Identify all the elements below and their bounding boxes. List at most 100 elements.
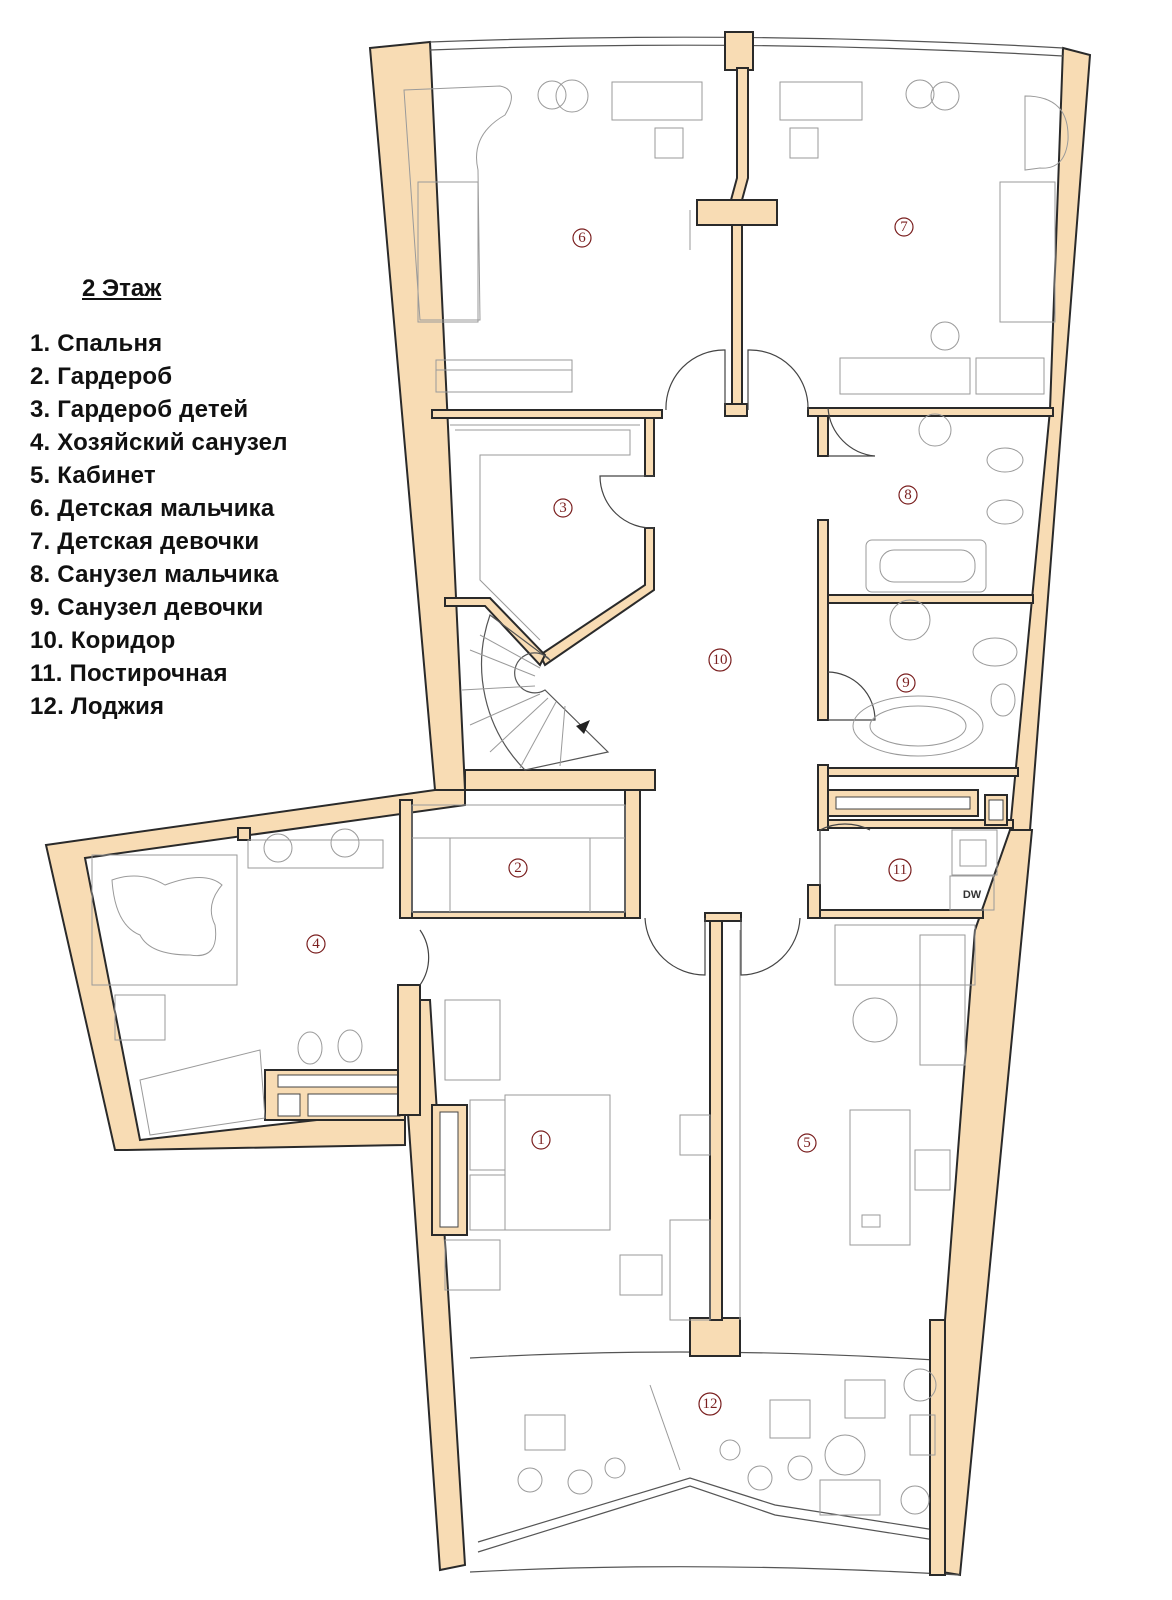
- furniture-room-3: [450, 424, 640, 641]
- legend-item-girl-room: 7. Детская девочки: [30, 528, 260, 555]
- legend-item-bedroom: 1. Спальня: [30, 330, 163, 357]
- wall-2-left: [399, 799, 413, 919]
- shaft-4-void-a: [277, 1074, 403, 1088]
- wall-bath-outer: [44, 789, 466, 1151]
- room-number-6: 6: [578, 230, 586, 246]
- wall-right-upper: [1008, 46, 1092, 831]
- furniture-room-8: [865, 413, 1024, 593]
- door-9: [827, 671, 876, 721]
- wall-3-right-b: [538, 527, 655, 667]
- wall-4-right-lower: [397, 984, 421, 1116]
- legend-item-study: 5. Кабинет: [30, 462, 156, 489]
- legend-item-girl-bath: 9. Санузел девочки: [30, 594, 264, 621]
- room-label-11: 11: [888, 858, 912, 882]
- wall-stair: [464, 769, 656, 791]
- room-number-3: 3: [559, 500, 567, 516]
- legend-item-corridor: 10. Коридор: [30, 627, 176, 654]
- room-label-6: 6: [572, 228, 592, 248]
- furniture-room-7: [779, 79, 1069, 395]
- legend-title: 2 Этаж: [82, 275, 162, 302]
- window-bottom-3: [469, 1566, 961, 1576]
- wall-9-bottom: [827, 767, 1019, 777]
- furniture-room-6: [403, 79, 703, 393]
- wall-8-9: [827, 594, 1034, 604]
- room-number-8: 8: [904, 487, 912, 503]
- legend-item-wardrobe: 2. Гардероб: [30, 363, 173, 390]
- door-corridor-5: [740, 917, 801, 976]
- wall-11-left: [807, 884, 821, 919]
- room-number-1: 1: [537, 1132, 545, 1148]
- door-corridor-6: [665, 349, 726, 411]
- pier-bottom: [689, 1317, 741, 1357]
- legend-item-boy-bath: 8. Санузел мальчика: [30, 561, 279, 588]
- legend-item-kids-wardrobe: 3. Гардероб детей: [30, 396, 249, 423]
- wall-1-5: [709, 914, 723, 1321]
- wall-4-inner: [237, 827, 251, 841]
- dishwasher-label: DW: [963, 889, 982, 901]
- room-label-4: 4: [306, 934, 326, 954]
- stair-arrow-icon: [576, 720, 590, 734]
- wall-9-left-b: [817, 764, 829, 831]
- wall-6-7-upper: [729, 67, 749, 201]
- room-label-1: 1: [531, 1130, 551, 1150]
- legend-item-laundry: 11. Постирочная: [30, 660, 228, 687]
- pier-top: [724, 31, 754, 71]
- furniture-room-9: [852, 599, 1018, 757]
- room-label-9: 9: [896, 673, 916, 693]
- wall-8-left-b: [817, 519, 829, 721]
- wall-2-bottom: [411, 911, 626, 919]
- wall-11-bottom: [807, 909, 984, 919]
- wall-6-7-lower: [731, 224, 743, 411]
- wall-6-7-block: [696, 199, 778, 226]
- door-4: [419, 929, 430, 986]
- furniture-room-2: [411, 804, 626, 913]
- room-label-10: 10: [708, 648, 732, 672]
- room-number-5: 5: [803, 1135, 811, 1151]
- legend-item-master-bath: 4. Хозяйский санузел: [30, 429, 288, 456]
- wall-2-right: [624, 789, 641, 919]
- wall-1-5-top: [704, 912, 742, 922]
- window-bottom: [477, 1477, 936, 1543]
- legend: 2 Этаж 1. Спальня 2. Гардероб 3. Гардеро…: [30, 275, 288, 723]
- wall-under-6: [431, 409, 663, 419]
- room-number-11: 11: [893, 862, 907, 878]
- shaft-void-a: [835, 796, 971, 810]
- wall-11-top: [827, 819, 1014, 829]
- stair-steps: [461, 634, 566, 769]
- wall-under-6b: [724, 403, 748, 417]
- door-11: [819, 823, 871, 885]
- furniture-room-5: [739, 924, 976, 1320]
- wall-3-right-a: [644, 417, 655, 477]
- wall-3-bottom: [444, 597, 547, 667]
- door-corridor-1: [644, 917, 706, 976]
- room-label-12: 12: [698, 1392, 722, 1416]
- furniture-room-11: [949, 829, 998, 911]
- room-label-3: 3: [553, 498, 573, 518]
- staircase: [481, 614, 610, 771]
- door-3: [599, 475, 655, 529]
- room-label-5: 5: [797, 1133, 817, 1153]
- room-number-2: 2: [514, 860, 522, 876]
- room-label-2: 2: [508, 858, 528, 878]
- shaft-4-void-b: [277, 1093, 301, 1117]
- door-corridor-7: [747, 349, 809, 411]
- wall-loggia-right: [929, 1319, 946, 1576]
- niche-void: [439, 1111, 459, 1228]
- room-number-12: 12: [703, 1396, 718, 1412]
- room-label-8: 8: [898, 485, 918, 505]
- room-label-7: 7: [894, 217, 914, 237]
- window-bottom-2: [477, 1485, 936, 1553]
- shaft-4-void-c: [307, 1093, 401, 1117]
- wall-8-left: [817, 415, 829, 457]
- furniture-room-12: [517, 1368, 937, 1516]
- door-8: [827, 407, 876, 457]
- legend-item-boy-room: 6. Детская мальчика: [30, 495, 275, 522]
- room-number-4: 4: [312, 936, 320, 952]
- wall-under-7: [807, 407, 1054, 417]
- room-number-7: 7: [900, 219, 908, 235]
- room-number-10: 10: [713, 652, 728, 668]
- legend-item-loggia: 12. Лоджия: [30, 693, 165, 720]
- furniture-room-1: [444, 999, 711, 1321]
- furniture-room-4: [91, 828, 384, 1136]
